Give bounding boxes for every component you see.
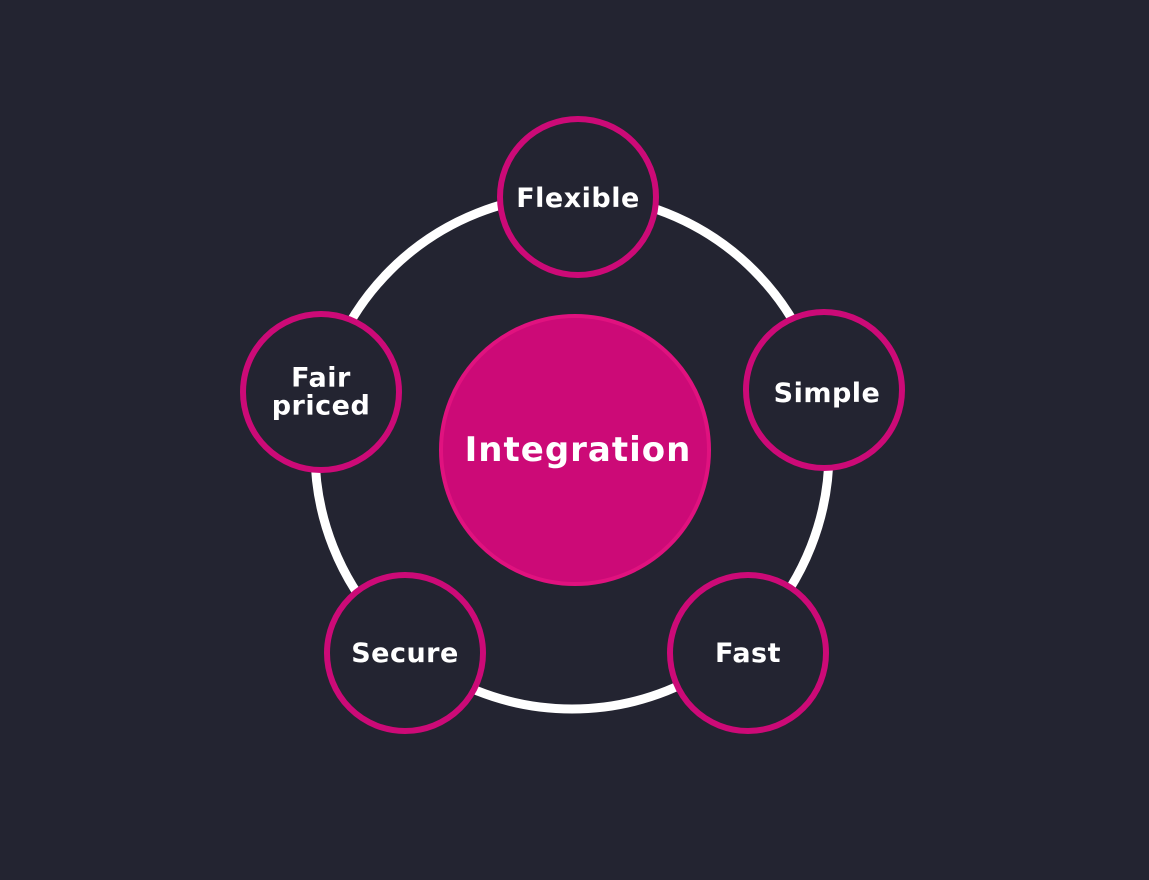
node-label-fair-priced-line-1: Fair — [291, 362, 351, 394]
node-label-secure: Secure — [351, 637, 459, 669]
node-label-fair-priced: Fair priced — [271, 362, 371, 422]
node-label-fair-priced-line-2: priced — [271, 391, 371, 422]
node-circle-secure — [324, 572, 486, 734]
node-circle-fast — [667, 572, 829, 734]
node-label-flexible: Flexible — [516, 182, 640, 214]
node-circle-simple — [743, 309, 905, 471]
center-label: Integration — [464, 430, 692, 471]
node-label-fast: Fast — [714, 637, 782, 669]
center-circle — [439, 314, 711, 586]
node-circle-flexible — [497, 116, 659, 278]
node-circle-fair-priced — [240, 311, 402, 473]
node-label-simple: Simple — [773, 377, 881, 409]
